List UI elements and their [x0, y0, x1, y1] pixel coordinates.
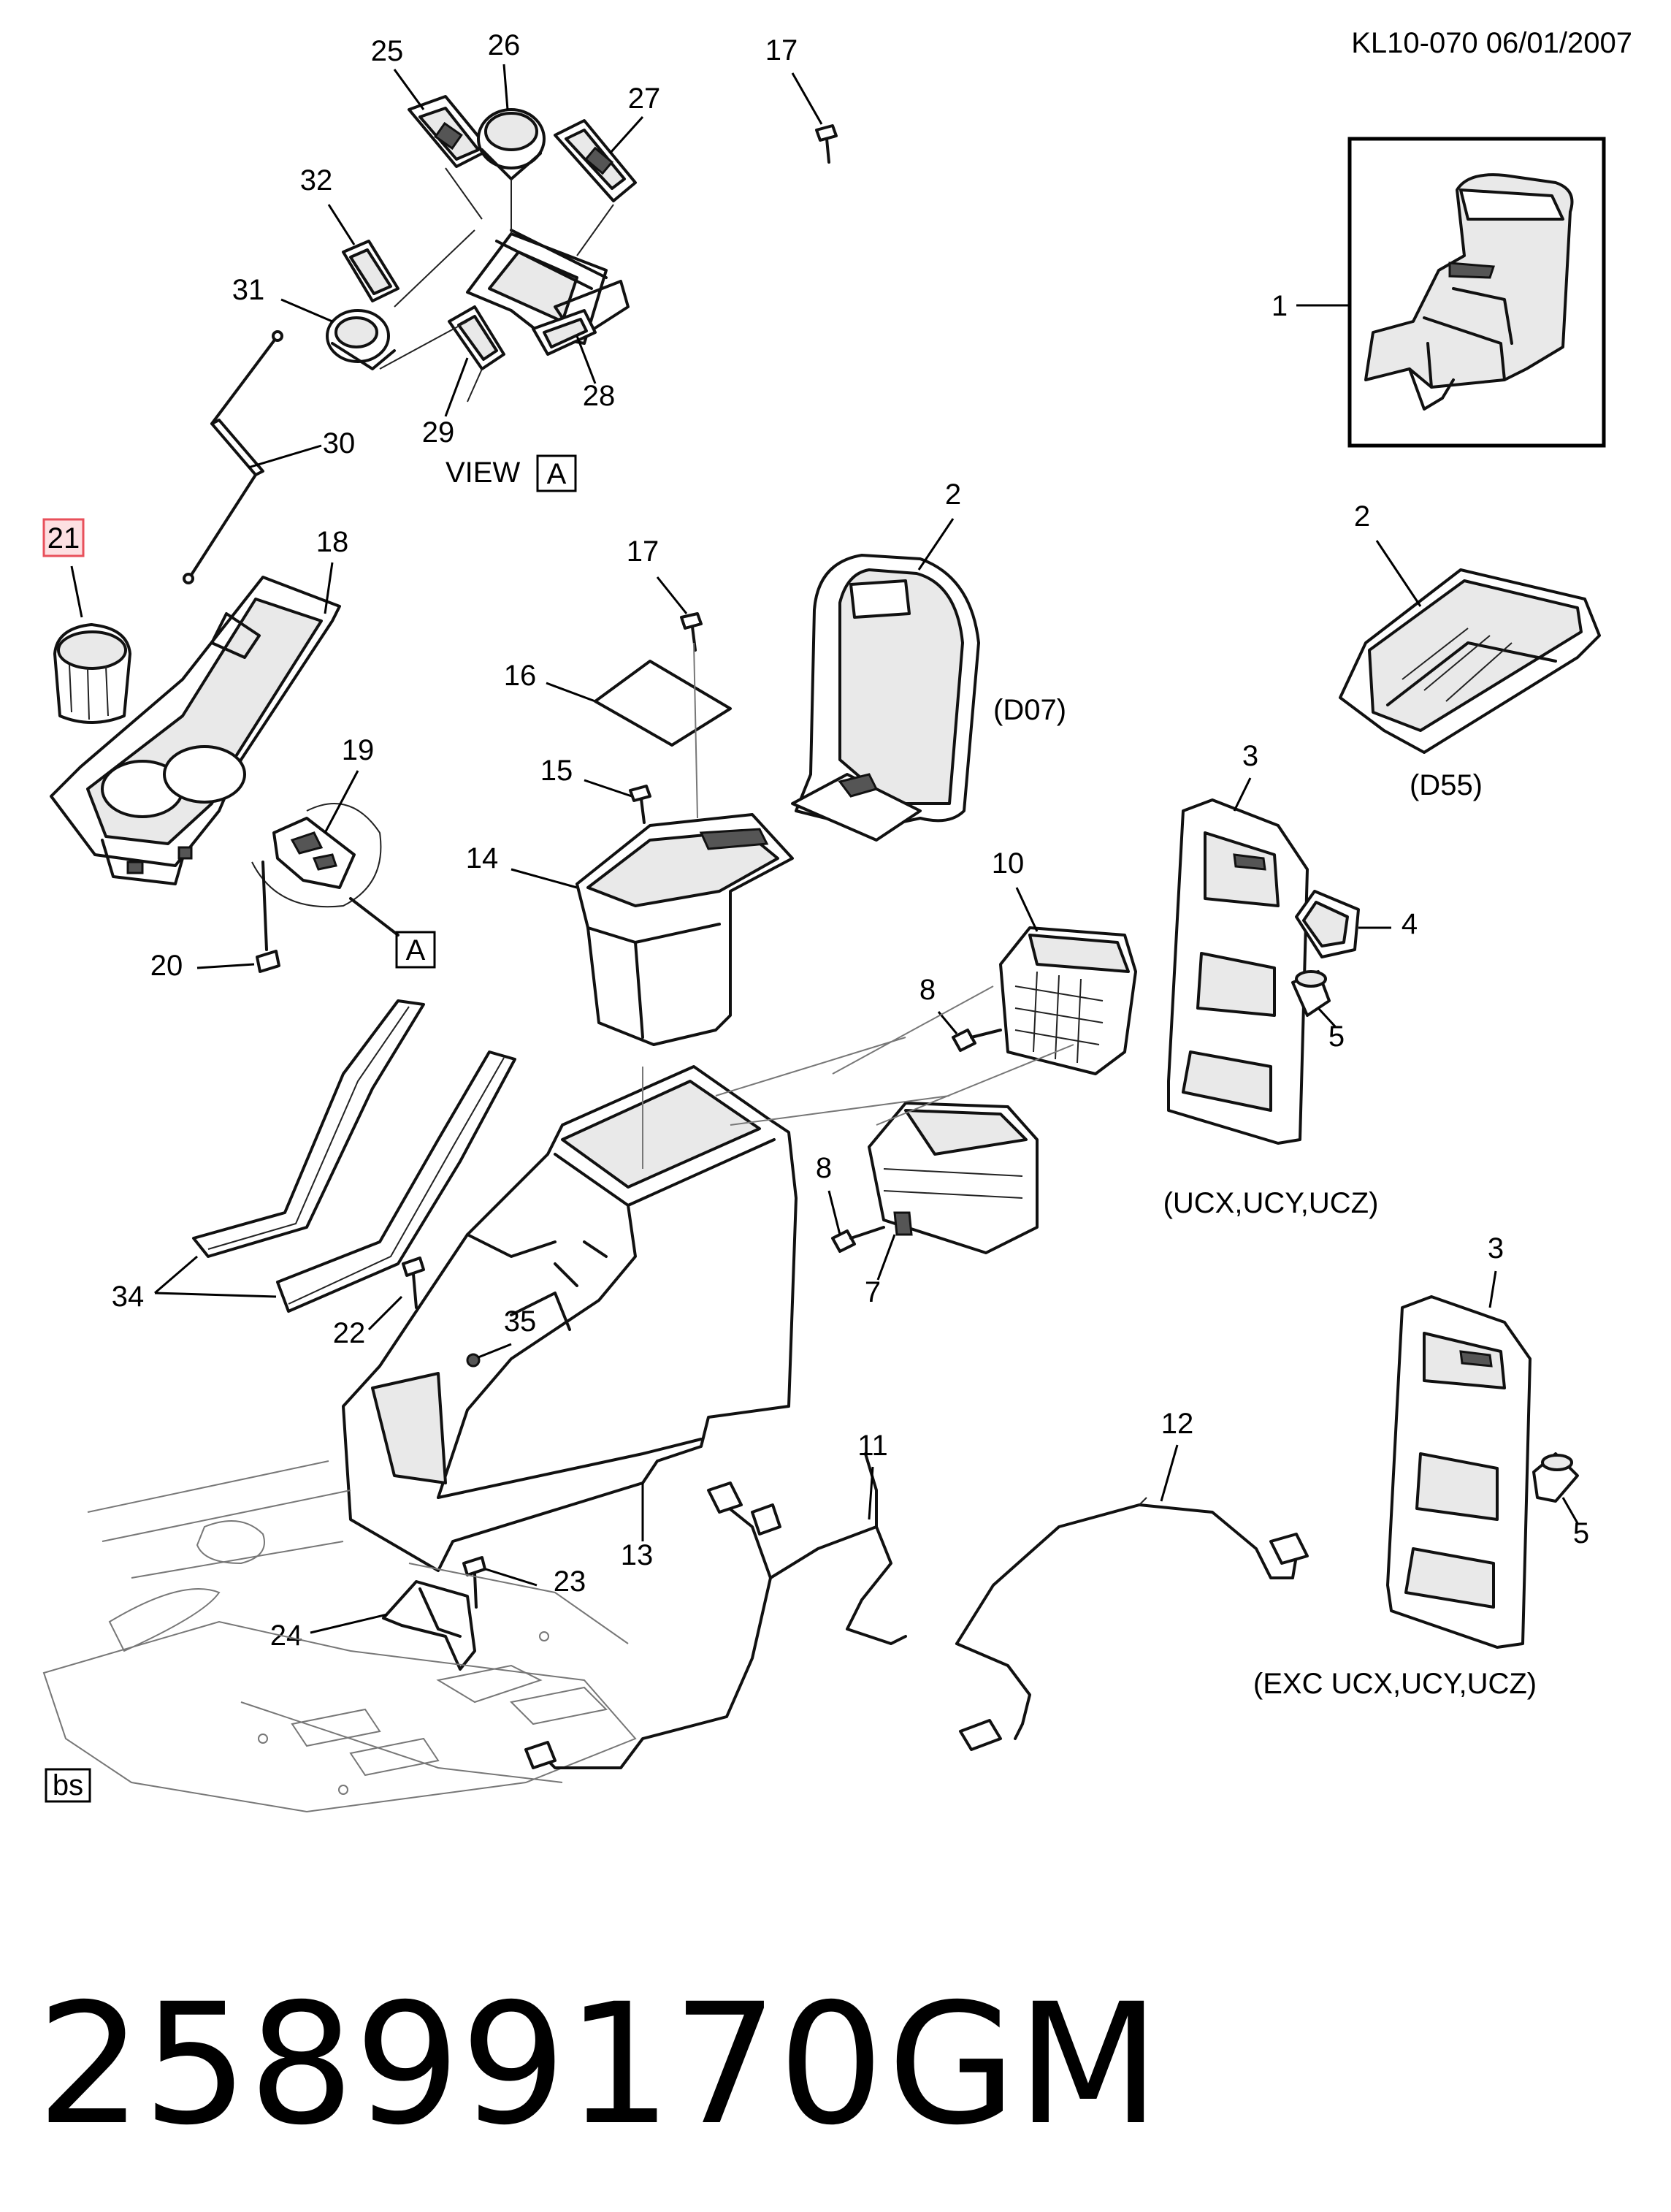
option-exc-ucx: (EXC UCX,UCY,UCZ) — [1253, 1668, 1537, 1700]
callout-34: 34 — [112, 1281, 145, 1313]
callout-23: 23 — [554, 1565, 586, 1598]
switch-27 — [554, 119, 637, 202]
option-d55: (D55) — [1410, 769, 1483, 801]
callout-16: 16 — [504, 660, 537, 692]
switch-25 — [408, 95, 491, 168]
item-16-mat — [594, 660, 732, 747]
callout-35: 35 — [504, 1305, 537, 1338]
floor-pan — [42, 1460, 637, 1813]
callout-13: 13 — [621, 1539, 654, 1571]
option-ucx: (UCX,UCY,UCZ) — [1163, 1187, 1379, 1219]
item-7-module — [868, 1102, 1039, 1254]
callout-17-upper: 17 — [765, 34, 798, 66]
item-34-trim-strips — [192, 999, 516, 1313]
diagram-code-date: KL10-070 06/01/2007 — [1351, 27, 1632, 59]
callout-28: 28 — [583, 380, 616, 412]
screw-15 — [629, 785, 651, 824]
callout-4: 4 — [1402, 908, 1418, 940]
item-2-lid-d55 — [1339, 568, 1601, 754]
callout-14: 14 — [466, 842, 499, 874]
switch-32 — [342, 240, 399, 302]
part-number: 25899170 — [37, 1967, 884, 2162]
callout-27: 27 — [628, 83, 661, 115]
callout-10: 10 — [992, 847, 1025, 880]
item-19-latch — [251, 803, 399, 937]
screw-17-lower — [680, 612, 703, 652]
callout-7: 7 — [865, 1276, 881, 1308]
view-a-callout-letter: A — [406, 934, 426, 966]
item-11-wiring-harness — [524, 1452, 907, 1769]
screw-20 — [256, 861, 280, 973]
callout-5-upper: 5 — [1328, 1021, 1345, 1053]
item-5-outlet-upper — [1291, 970, 1331, 1017]
switch-28 — [532, 309, 597, 356]
callout-21: 21 — [47, 522, 80, 554]
item-13-console-body — [342, 1065, 798, 1572]
callout-5-lower: 5 — [1573, 1517, 1589, 1549]
callout-25: 25 — [371, 35, 404, 67]
item-3-trim-plate-ucx — [1167, 798, 1309, 1145]
callout-18: 18 — [316, 526, 349, 558]
item-3-trim-plate-exc-ucx — [1386, 1295, 1532, 1649]
screw-23 — [462, 1556, 486, 1609]
view-a-label: VIEW — [446, 457, 520, 489]
callout-30: 30 — [323, 427, 356, 459]
item-24-bracket — [382, 1580, 476, 1671]
switch-29 — [448, 305, 505, 370]
callout-26: 26 — [488, 29, 521, 61]
callout-29: 29 — [422, 416, 455, 449]
callout-17-lower: 17 — [627, 535, 659, 568]
callout-21-highlight — [42, 518, 85, 557]
item-18-cupholder-tray — [50, 576, 341, 885]
view-a-callout-box — [395, 931, 436, 969]
option-d07: (D07) — [993, 694, 1066, 726]
cable-30 — [183, 330, 283, 584]
callout-8-upper: 8 — [919, 974, 936, 1006]
item-4-switch — [1295, 890, 1360, 958]
screw-22 — [402, 1256, 425, 1309]
callout-20: 20 — [150, 950, 183, 982]
brand: GM — [887, 1967, 1160, 2162]
callout-8-lower: 8 — [816, 1152, 832, 1184]
callout-3-ucx: 3 — [1242, 740, 1258, 772]
callout-12: 12 — [1161, 1408, 1194, 1440]
knob-26 — [477, 108, 546, 180]
item-10-module — [999, 926, 1137, 1075]
view-a-switch-cluster — [326, 95, 637, 403]
screw-17-upper — [815, 124, 838, 164]
callout-32: 32 — [300, 164, 333, 197]
callout-2-d07: 2 — [945, 478, 961, 511]
view-a-letter-box — [536, 454, 577, 492]
corner-tag: bs — [53, 1769, 83, 1801]
callout-1: 1 — [1272, 290, 1288, 322]
item-1-inset — [1347, 137, 1606, 448]
item-14-storage-bin — [576, 642, 794, 1046]
screw-8-upper — [952, 1029, 1002, 1052]
callout-2-d55: 2 — [1354, 500, 1370, 533]
corner-tag-box — [45, 1768, 91, 1803]
item-21-cup-holder-insert — [53, 623, 131, 724]
callout-24: 24 — [270, 1620, 303, 1652]
callout-19: 19 — [342, 734, 375, 766]
item-5-outlet-lower — [1532, 1452, 1579, 1503]
callout-11: 11 — [857, 1430, 888, 1462]
callout-31: 31 — [232, 274, 265, 306]
view-a-letter: A — [547, 458, 567, 490]
knob-31 — [326, 309, 396, 370]
item-12-wiring-harness — [955, 1497, 1309, 1751]
callout-3-exc-ucx: 3 — [1488, 1232, 1504, 1265]
callout-22: 22 — [333, 1317, 366, 1349]
callout-15: 15 — [540, 755, 573, 787]
item-2-armrest-d07 — [791, 554, 980, 842]
screw-8-lower — [831, 1226, 885, 1253]
